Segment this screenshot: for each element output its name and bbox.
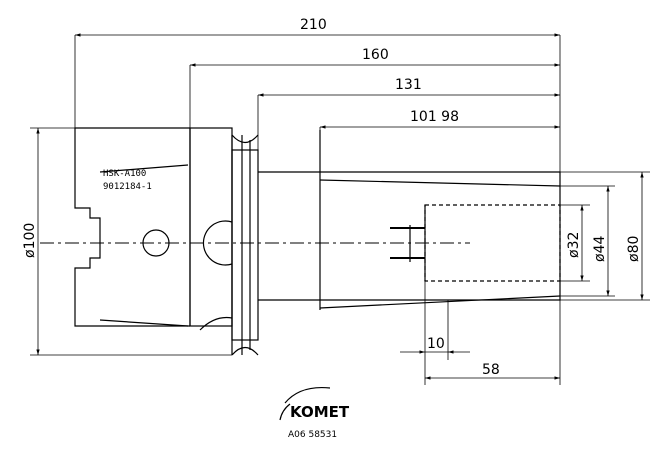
- lower-key-arc: [199, 316, 233, 331]
- nose-taper-bottom: [319, 295, 561, 309]
- shank-taper-top: [99, 164, 189, 173]
- nose-cone-outline: [258, 171, 561, 301]
- komet-logo: KOMET A06 58531: [279, 386, 350, 440]
- key-slot-arc: [202, 220, 233, 266]
- dim-131-label: 131: [395, 77, 422, 93]
- dim-10-label: 10: [427, 336, 445, 352]
- flange-collar: [231, 149, 259, 341]
- dim-dia32-label: ø32: [566, 232, 582, 258]
- dim-dia100-label: ø100: [22, 223, 38, 258]
- dim-101-label: 101 98: [410, 109, 459, 125]
- dim-160-label: 160: [362, 47, 389, 63]
- logo-brand-text: KOMET: [290, 403, 350, 421]
- hsk-shank-outline: [74, 127, 190, 327]
- coolant-hole-circle: [142, 229, 170, 257]
- interface-label: HSK-A100: [103, 169, 146, 179]
- flange-notch-top: [231, 134, 259, 144]
- nose-taper-top: [319, 179, 561, 187]
- part-number-label: 9012184-1: [103, 182, 152, 192]
- shank-taper-bottom: [99, 319, 189, 327]
- dim-58-label: 58: [482, 362, 500, 378]
- flange-notch-bottom: [231, 346, 259, 356]
- logo-code-text: A06 58531: [288, 430, 337, 440]
- dim-210-label: 210: [300, 17, 327, 33]
- dim-dia44-label: ø44: [592, 236, 608, 262]
- dim-dia80-label: ø80: [626, 236, 642, 262]
